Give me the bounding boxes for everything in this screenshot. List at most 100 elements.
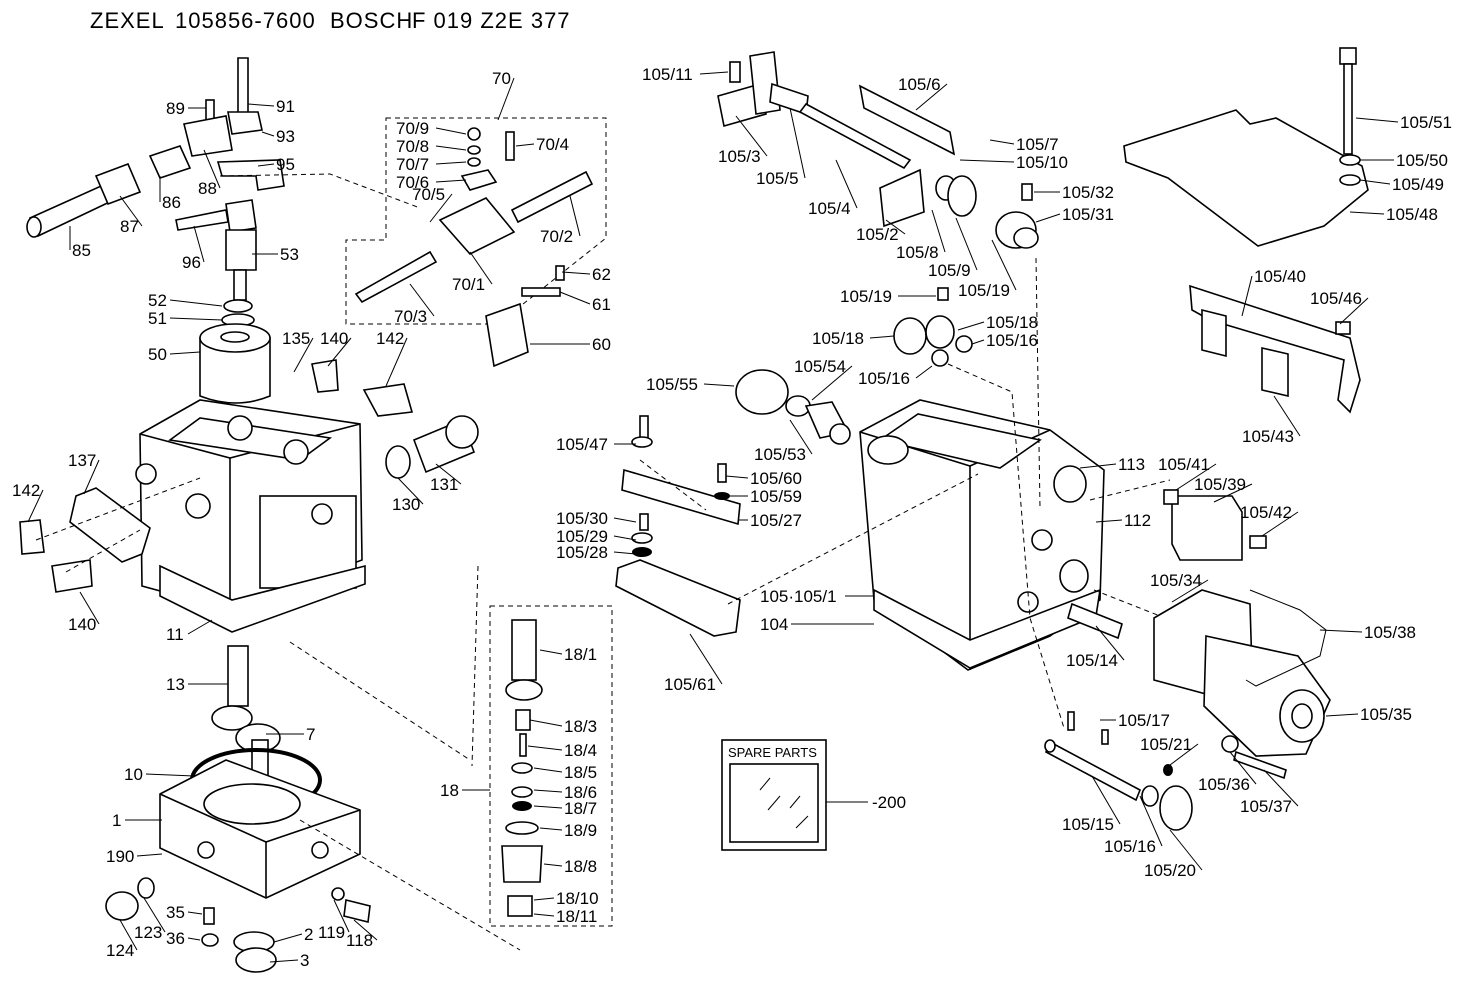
part-label: 105/8 <box>896 243 939 262</box>
part-label: 70/3 <box>394 307 427 326</box>
leader-line <box>955 217 978 271</box>
leader-line <box>613 535 637 541</box>
leader-line <box>543 863 563 867</box>
part-label: 18/9 <box>564 821 597 840</box>
leader-line <box>1273 395 1301 437</box>
part-label: 105/40 <box>1254 267 1306 286</box>
part-label: 53 <box>280 245 299 264</box>
leader-line <box>1035 213 1061 223</box>
part-label: 61 <box>592 295 611 314</box>
leader-line <box>703 383 735 387</box>
leader-line <box>1359 179 1391 185</box>
governor-shaft-parts-105 <box>717 47 1369 445</box>
part-label: 105/46 <box>1310 289 1362 308</box>
leader-line <box>261 131 275 137</box>
part-label: 105/61 <box>664 675 716 694</box>
leader-line <box>539 827 563 831</box>
leader-line <box>273 933 303 943</box>
leader-line <box>203 149 221 189</box>
part-label: 105/55 <box>646 375 698 394</box>
adjusting-shaft-105-15 <box>1044 711 1193 831</box>
leader-line <box>469 251 493 285</box>
leader-line <box>187 937 201 941</box>
part-label: 105/59 <box>750 487 802 506</box>
leader-line <box>533 789 563 793</box>
leader-line <box>539 649 563 655</box>
part-label: 18/3 <box>564 717 597 736</box>
part-label: 96 <box>182 253 201 272</box>
part-label: 105/42 <box>1240 503 1292 522</box>
part-label: 105/16 <box>1104 837 1156 856</box>
part-label: 2 <box>304 925 313 944</box>
part-label: 89 <box>166 99 185 118</box>
part-label: 105/37 <box>1240 797 1292 816</box>
part-label: 135 <box>282 329 310 348</box>
part-label: 52 <box>148 291 167 310</box>
header-brand-2: BOSCH <box>330 8 413 33</box>
part-label: 70/8 <box>396 137 429 156</box>
leader-line <box>1349 211 1385 215</box>
part-label: 119 <box>318 923 345 942</box>
leader-line <box>169 351 201 355</box>
part-label: 70 <box>492 69 511 88</box>
part-label: 105/16 <box>858 369 910 388</box>
leader-line <box>119 195 143 227</box>
part-label: 18 <box>440 781 459 800</box>
part-label: 10 <box>124 765 143 784</box>
part-label: 11 <box>166 625 184 644</box>
part-label: 18/10 <box>556 889 599 908</box>
leader-line <box>931 209 946 253</box>
leader-line <box>193 225 205 263</box>
part-label: 18/4 <box>564 741 597 760</box>
leader-lines <box>27 71 1399 963</box>
leader-line <box>83 459 100 495</box>
leader-line <box>1263 769 1299 807</box>
leader-line <box>333 899 350 933</box>
leader-line <box>529 719 563 727</box>
leader-line <box>187 911 203 915</box>
leader-line <box>957 321 985 331</box>
leader-line <box>327 337 352 367</box>
part-label: 105/11 <box>642 65 693 84</box>
part-label: 137 <box>68 451 96 470</box>
part-label: 124 <box>106 941 134 960</box>
leader-line <box>869 335 895 339</box>
part-label: 142 <box>376 329 404 348</box>
part-label: 105·105/1 <box>760 587 837 606</box>
part-label: 105/51 <box>1400 113 1452 132</box>
leader-line <box>613 517 637 523</box>
part-label: 105/2 <box>856 225 899 244</box>
part-label: 105/30 <box>556 509 608 528</box>
part-label: 105/10 <box>1016 153 1068 172</box>
part-label: 105/29 <box>556 527 608 546</box>
leader-line <box>533 805 563 809</box>
leader-line <box>1095 625 1125 661</box>
leader-line <box>699 71 729 75</box>
part-label: 70/1 <box>452 275 485 294</box>
part-label: 18/8 <box>564 857 597 876</box>
part-label: 140 <box>68 615 96 634</box>
part-label: 105/18 <box>986 313 1038 332</box>
part-label: 105/7 <box>1016 135 1059 154</box>
part-label: 70/9 <box>396 119 429 138</box>
part-label: 7 <box>306 725 315 744</box>
part-label: 131 <box>430 475 458 494</box>
plunger-assembly-18 <box>501 619 543 917</box>
leader-line <box>187 619 213 635</box>
leader-line <box>1229 751 1257 785</box>
leader-line <box>959 159 1015 163</box>
leader-line <box>497 77 515 121</box>
leader-line <box>409 283 435 317</box>
part-label: 13 <box>166 675 185 694</box>
part-label: 18/11 <box>556 907 597 926</box>
leader-line <box>435 127 467 135</box>
part-label: 3 <box>300 951 309 970</box>
leader-line <box>293 337 314 373</box>
leader-line <box>569 195 581 237</box>
leader-line <box>915 83 948 111</box>
leader-line <box>169 317 223 321</box>
assembly-dashed-lines <box>35 173 1171 951</box>
part-label: 70/2 <box>540 227 573 246</box>
